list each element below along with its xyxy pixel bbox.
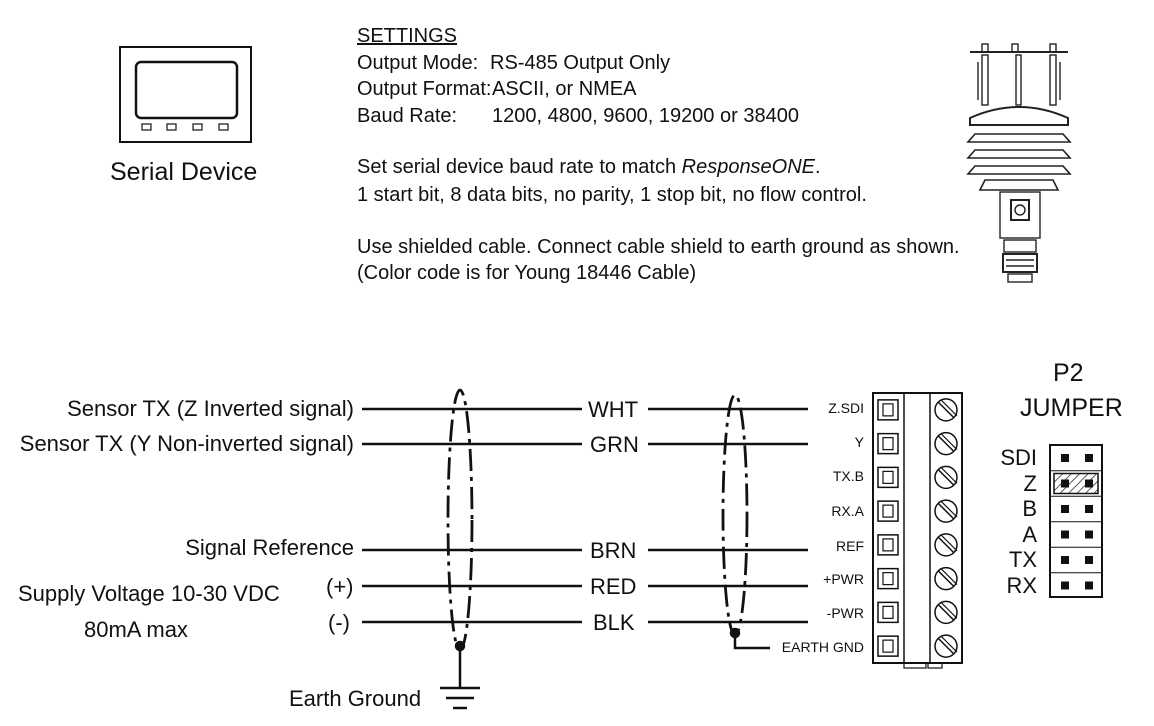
setting-key-output-format: Output Format: <box>357 78 492 100</box>
terminal-clamp <box>877 399 899 421</box>
terminal-screw-icon <box>934 533 958 557</box>
terminal-label-rxa: RX.A <box>831 503 864 519</box>
jumper-label-b: B <box>1022 496 1037 521</box>
jumper-pin <box>1085 505 1093 513</box>
jumper-pin <box>1061 530 1069 539</box>
wire-color-grn: GRN <box>590 432 639 457</box>
jumper-pin <box>1061 556 1069 564</box>
jumper-label-sdi: SDI <box>1000 445 1037 470</box>
weather-sensor-icon <box>966 43 1072 283</box>
setting-value-output-format: ASCII, or NMEA <box>492 78 637 100</box>
setting-key-output-mode: Output Mode: <box>357 52 479 74</box>
jumper-pin <box>1085 556 1093 564</box>
settings-heading: SETTINGS <box>357 25 458 47</box>
terminal-screw-icon <box>934 566 958 591</box>
jumper-pin <box>1061 505 1069 513</box>
terminal-clamp <box>877 635 899 657</box>
jumper-pin <box>1061 581 1069 590</box>
signal-label-minus: (-) <box>328 610 350 635</box>
baud-note: Set serial device baud rate to match Res… <box>357 156 821 178</box>
jumper-title-p2: P2 <box>1053 359 1084 387</box>
jumper-label-tx: TX <box>1008 547 1037 572</box>
jumper-pin <box>1061 454 1069 462</box>
terminal-rows <box>877 398 958 658</box>
signal-label-y: Sensor TX (Y Non-inverted signal) <box>19 431 354 456</box>
jumper-label-z: Z <box>1023 470 1037 496</box>
terminal-label-ref: REF <box>836 538 864 554</box>
serial-device-label: Serial Device <box>110 158 258 186</box>
terminal-screw-icon <box>934 465 958 490</box>
terminal-clamp <box>877 500 899 522</box>
terminal-label-y: Y <box>854 434 864 450</box>
supply-current-label: 80mA max <box>84 617 188 642</box>
setting-value-output-mode: RS-485 Output Only <box>490 52 671 74</box>
signal-label-plus: (+) <box>326 574 354 599</box>
signal-label-z: Sensor TX (Z Inverted signal) <box>67 396 354 421</box>
terminal-clamp <box>877 567 899 590</box>
terminal-block <box>872 392 963 669</box>
terminal-clamp <box>877 601 899 624</box>
wires <box>362 407 808 624</box>
jumper-header <box>1049 444 1103 598</box>
jumper-pin <box>1085 581 1093 590</box>
terminal-label-pwr-plus: +PWR <box>823 571 864 587</box>
shield-note: Use shielded cable. Connect cable shield… <box>357 236 960 258</box>
color-code-note: (Color code is for Young 18446 Cable) <box>357 262 697 284</box>
terminal-label-zsdi: Z.SDI <box>828 400 864 416</box>
cable-shield-left <box>446 388 474 652</box>
terminal-screw-icon <box>934 634 958 658</box>
jumper-pin <box>1085 479 1093 488</box>
shield-drain-wire <box>729 627 770 650</box>
serial-device-icon <box>119 46 252 143</box>
terminal-label-earth-gnd: EARTH GND <box>781 639 864 655</box>
jumper-label-a: A <box>1022 521 1037 547</box>
earth-ground-label: Earth Ground <box>289 686 422 711</box>
terminal-clamp <box>877 534 899 556</box>
terminal-screw-icon <box>934 398 958 422</box>
terminal-label-txb: TX.B <box>832 468 864 484</box>
jumper-pin <box>1061 479 1069 488</box>
jumper-label-rx: RX <box>1006 572 1037 598</box>
terminal-clamp <box>877 466 899 489</box>
wire-color-brn: BRN <box>590 538 637 563</box>
signal-label-ref: Signal Reference <box>185 535 354 560</box>
jumper-shunt <box>1053 472 1099 495</box>
terminal-clamp <box>877 432 899 455</box>
setting-key-baud-rate: Baud Rate: <box>357 105 458 127</box>
jumper-pin <box>1085 454 1093 462</box>
earth-ground-symbol <box>440 640 480 710</box>
jumper-pin <box>1085 530 1093 539</box>
supply-voltage-label: Supply Voltage 10-30 VDC <box>18 581 280 606</box>
wire-color-red: RED <box>590 574 637 599</box>
terminal-screw-icon <box>934 499 958 523</box>
wire-color-blk: BLK <box>593 610 635 635</box>
serial-format-note: 1 start bit, 8 data bits, no parity, 1 s… <box>357 184 867 206</box>
terminal-screw-icon <box>934 600 958 625</box>
jumper-title: JUMPER <box>1020 394 1123 422</box>
cable-shield-right <box>721 393 749 637</box>
wire-color-wht: WHT <box>588 397 639 422</box>
terminal-label-pwr-minus: -PWR <box>826 605 864 621</box>
setting-value-baud-rate: 1200, 4800, 9600, 19200 or 38400 <box>492 105 799 127</box>
terminal-screw-icon <box>934 431 958 456</box>
